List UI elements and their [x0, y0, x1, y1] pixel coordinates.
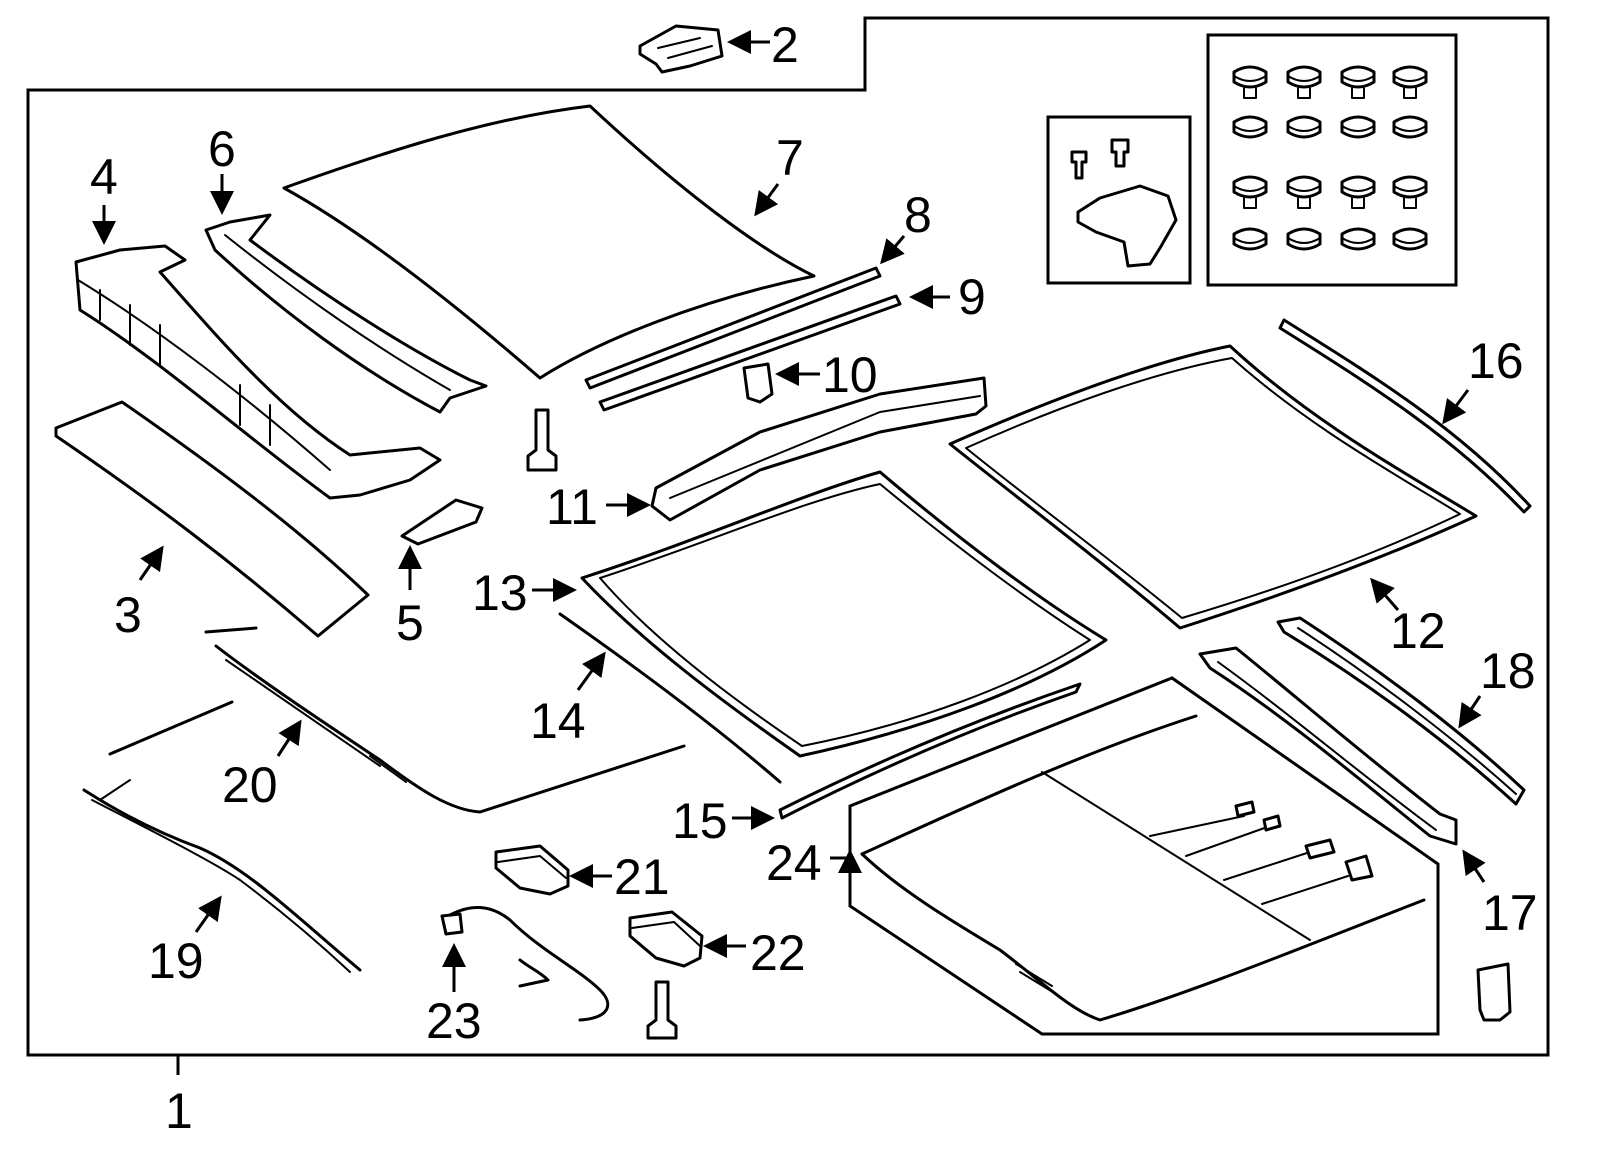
part-10-block: [742, 362, 774, 404]
callout-22: 22: [750, 925, 806, 981]
callout-17: 17: [1482, 885, 1538, 941]
push-clip-icon: [1286, 65, 1322, 99]
callout-19: 19: [148, 933, 204, 989]
callout-8: 8: [904, 187, 932, 243]
callout-10: 10: [822, 347, 878, 403]
push-clip-icon: [1340, 65, 1376, 99]
part-7-glass-panel: [282, 104, 816, 380]
push-clip-icon: [1232, 227, 1268, 251]
part-12-seal-frame: [948, 344, 1478, 630]
push-clip-icon: [1392, 175, 1428, 209]
callout-20: 20: [222, 757, 278, 813]
callout-11: 11: [546, 479, 598, 535]
connector-bottom-right: [1476, 962, 1512, 1022]
part-23-harness: [440, 905, 610, 1022]
fastener-kit-small-box: [1046, 115, 1192, 285]
push-clip-icon: [1286, 175, 1322, 209]
callout-18: 18: [1480, 643, 1536, 699]
callout-21: 21: [614, 849, 670, 905]
push-clip-icon: [1392, 227, 1428, 251]
callout-1: 1: [165, 1083, 193, 1139]
part-14-strip: [558, 612, 782, 784]
part-21-bracket: [494, 844, 570, 896]
callout-16: 16: [1468, 333, 1524, 389]
push-clip-icon: [1232, 115, 1268, 139]
part-15-strip: [778, 682, 1082, 820]
push-clip-icon: [1392, 115, 1428, 139]
bolt-lower: [646, 980, 678, 1040]
push-clip-icon: [1340, 227, 1376, 251]
fastener-kit-clips-box: [1206, 33, 1458, 287]
callout-13: 13: [472, 565, 528, 621]
part-8-strip: [584, 266, 882, 390]
push-clip-icon: [1232, 175, 1268, 209]
part-17-rail: [1198, 646, 1458, 846]
callout-14: 14: [530, 693, 586, 749]
part-13-seal-frame: [580, 470, 1108, 758]
part-20-cable: [204, 626, 686, 814]
part-19-cable: [82, 700, 362, 973]
callout-15: 15: [672, 793, 728, 849]
part-2-bracket: [638, 24, 724, 74]
part-18-rail: [1276, 616, 1526, 806]
assembly-frame: [26, 16, 1550, 1057]
part-11-cross-member: [650, 376, 988, 522]
part-9-strip: [598, 294, 902, 412]
callout-leaders: [92, 30, 1486, 992]
part-5-clip: [400, 498, 484, 546]
push-clip-icon: [1340, 175, 1376, 209]
bolt-mid: [526, 408, 558, 472]
push-clip-icon: [1340, 115, 1376, 139]
callout-6: 6: [208, 121, 236, 177]
part-16-strip: [1278, 318, 1532, 514]
callout-24: 24: [766, 835, 822, 891]
callout-3: 3: [114, 587, 142, 643]
callout-7: 7: [776, 130, 804, 186]
push-clip-icon: [1286, 227, 1322, 251]
callout-4: 4: [90, 149, 118, 205]
part-6-frame-rail: [204, 213, 488, 414]
callout-2: 2: [771, 17, 799, 73]
part-24-sunshade-assembly: [848, 676, 1440, 1036]
push-clip-icon: [1392, 65, 1428, 99]
callout-9: 9: [958, 269, 986, 325]
part-22-bracket: [628, 910, 704, 968]
push-clip-icon: [1232, 65, 1268, 99]
callout-23: 23: [426, 993, 482, 1049]
callout-5: 5: [396, 595, 424, 651]
push-clip-icon: [1286, 115, 1322, 139]
callout-12: 12: [1390, 603, 1446, 659]
part-3-deflector: [54, 400, 370, 638]
part-4-front-frame: [74, 244, 442, 500]
